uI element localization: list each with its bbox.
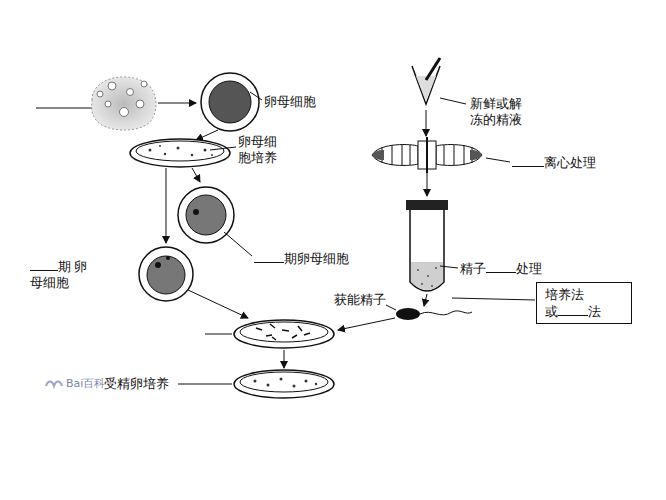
box-line: 或法 [545, 303, 623, 320]
method-box: 培养法或法 [536, 282, 632, 324]
box-text: 或 [545, 304, 558, 319]
label-stage-oocyte: 期卵母细胞 [284, 251, 349, 266]
label-centrifuge: 离心处理 [544, 155, 596, 170]
box-text: 培养法 [545, 287, 584, 302]
label-stage-oocyte: 期 卵母细胞 [30, 259, 87, 290]
box-text: 法 [588, 304, 601, 319]
label-oocyte-culture: 卵母细 胞培养 [238, 134, 277, 165]
label-treatment: 处理 [516, 261, 542, 276]
label-wrap: 卵母细 胞培养 [238, 134, 280, 166]
label-wrap: 期 卵母细胞 [30, 258, 90, 291]
answer-blank [30, 258, 58, 271]
label-wrap: 卵母细胞 [264, 94, 316, 110]
watermark: Bai百科 [66, 377, 105, 390]
label-wrap: 期卵母细胞 [254, 250, 349, 267]
label-semen: 新鲜或解 冻的精液 [470, 96, 522, 127]
answer-blank [254, 250, 284, 263]
label-wrap: Bai百科 [66, 376, 105, 392]
answer-blank [486, 260, 516, 273]
box-line: 培养法 [545, 286, 623, 303]
answer-blank [558, 303, 588, 316]
label-wrap: 新鲜或解 冻的精液 [470, 96, 532, 128]
label-zygote-culture: 受精卵培养 [104, 376, 169, 391]
label-wrap: 离心处理 [512, 154, 596, 171]
label-sperm: 精子 [460, 261, 486, 276]
label-oocyte: 卵母细胞 [264, 94, 316, 109]
answer-blank [512, 154, 544, 167]
label-wrap: 精子 处理 [460, 260, 542, 277]
label-wrap: 受精卵培养 [104, 376, 169, 392]
label-wrap: 获能精子 [334, 292, 386, 308]
label-capacitated: 获能精子 [334, 292, 386, 307]
